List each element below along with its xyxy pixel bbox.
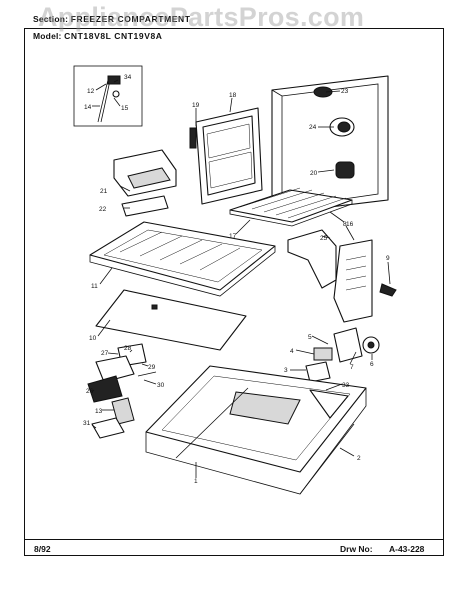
callout-12: 12 [87,88,95,95]
callout-3: 3 [284,367,288,374]
callout-27: 27 [101,350,109,357]
section-label: Section: [33,14,69,24]
callout-15: 15 [121,105,129,112]
callout-21: 21 [100,188,108,195]
freezer-floor [89,221,276,297]
section-value: FREEZER COMPARTMENT [70,14,191,24]
footer-drawing-number: Drw No: A-43-228 [340,544,424,554]
callout-10: 10 [89,335,97,342]
callout-8: 8 [343,221,347,228]
callout-numbers: 1 2 3 4 5 6 7 8 9 10 11 12 13 14 15 16 1… [83,74,390,485]
callout-7: 7 [350,364,354,371]
diagram-frame [24,28,444,556]
callout-14: 14 [84,104,92,111]
model-label: Model: [33,31,62,41]
callout-33: 33 [342,382,350,389]
footer-date: 8/92 [34,544,51,554]
freezer-door [189,107,263,205]
callout-29: 29 [148,364,156,371]
callout-17: 17 [229,233,237,240]
callout-1: 1 [194,478,198,485]
callout-11: 11 [91,283,98,290]
callout-5: 5 [308,334,312,341]
insulation-pad [95,289,247,351]
control-housing [113,149,177,217]
drawing-label: Drw No: [340,544,373,554]
callout-26: 26 [86,388,94,395]
callout-19: 19 [192,102,200,109]
callout-4: 4 [290,348,294,355]
model-value: CNT18V8L CNT19V8A [64,31,163,41]
watermark: AppliancePartsPros.com [38,2,365,32]
section-header: Section: FREEZER COMPARTMENT [33,14,191,24]
valve-bracket [91,397,135,439]
footer-rule [24,539,444,540]
timer-motor-assembly [305,327,380,383]
callout-34: 34 [124,74,132,81]
ice-bin-assembly [87,343,157,403]
callout-31: 31 [83,420,91,427]
wire-shelf [229,187,353,227]
callout-30: 30 [157,382,165,389]
freezer-liner [271,75,389,215]
callout-25: 25 [320,235,328,242]
drawing-number: A-43-228 [388,544,425,554]
model-header: Model: CNT18V8L CNT19V8A [33,31,163,41]
callout-20: 20 [310,170,318,177]
compartment-base [145,365,367,495]
callout-13: 13 [95,408,103,415]
evaporator-cover [333,239,397,323]
callout-18: 18 [229,92,237,99]
callout-24: 24 [309,124,317,131]
callout-6: 6 [370,361,374,368]
leader-lines [91,79,391,478]
callout-22: 22 [99,206,107,213]
callout-2: 2 [357,455,361,462]
callout-16: 16 [346,221,354,228]
thermostat-knob-assembly [73,65,143,127]
callout-28: 28 [124,345,132,352]
callout-9: 9 [386,255,390,262]
air-duct [287,229,337,289]
callout-23: 23 [341,88,349,95]
